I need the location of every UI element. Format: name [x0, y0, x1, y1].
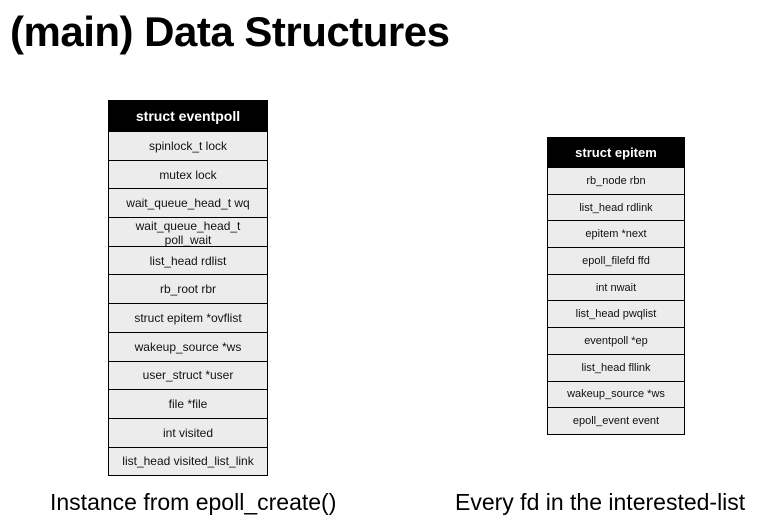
eventpoll-caption: Instance from epoll_create()	[50, 489, 337, 515]
struct-field: int visited	[109, 417, 267, 447]
struct-field: epoll_filefd ffd	[548, 247, 684, 274]
struct-field: int nwait	[548, 273, 684, 301]
struct-field: rb_root rbr	[109, 274, 267, 304]
struct-header: struct epitem	[548, 138, 684, 167]
struct-field: list_head pwqlist	[548, 300, 684, 328]
struct-field: wakeup_source *ws	[109, 331, 267, 361]
struct-field: wakeup_source *ws	[548, 380, 684, 408]
struct-field: list_head rdlist	[109, 245, 267, 275]
struct-field: epitem *next	[548, 220, 684, 248]
struct-field: list_head fllink	[548, 353, 684, 381]
struct-field: rb_node rbn	[548, 167, 684, 194]
struct-field: epoll_event event	[548, 407, 684, 434]
eventpoll-struct-table: struct eventpoll spinlock_t lock mutex l…	[108, 100, 268, 477]
struct-field: wait_queue_head_t poll_wait	[109, 217, 267, 246]
struct-field: mutex lock	[109, 159, 267, 189]
struct-header: struct eventpoll	[109, 101, 267, 131]
struct-field: spinlock_t lock	[109, 131, 267, 160]
page-title: (main) Data Structures	[10, 8, 450, 55]
struct-field: struct epitem *ovflist	[109, 303, 267, 332]
epitem-struct-table: struct epitem rb_node rbn list_head rdli…	[547, 137, 685, 435]
struct-field: list_head rdlink	[548, 193, 684, 221]
struct-field: eventpoll *ep	[548, 327, 684, 354]
epitem-caption: Every fd in the interested-list	[455, 489, 746, 515]
struct-field: file *file	[109, 389, 267, 418]
struct-field: list_head visited_list_link	[109, 446, 267, 476]
struct-field: wait_queue_head_t wq	[109, 188, 267, 218]
struct-field: user_struct *user	[109, 360, 267, 390]
